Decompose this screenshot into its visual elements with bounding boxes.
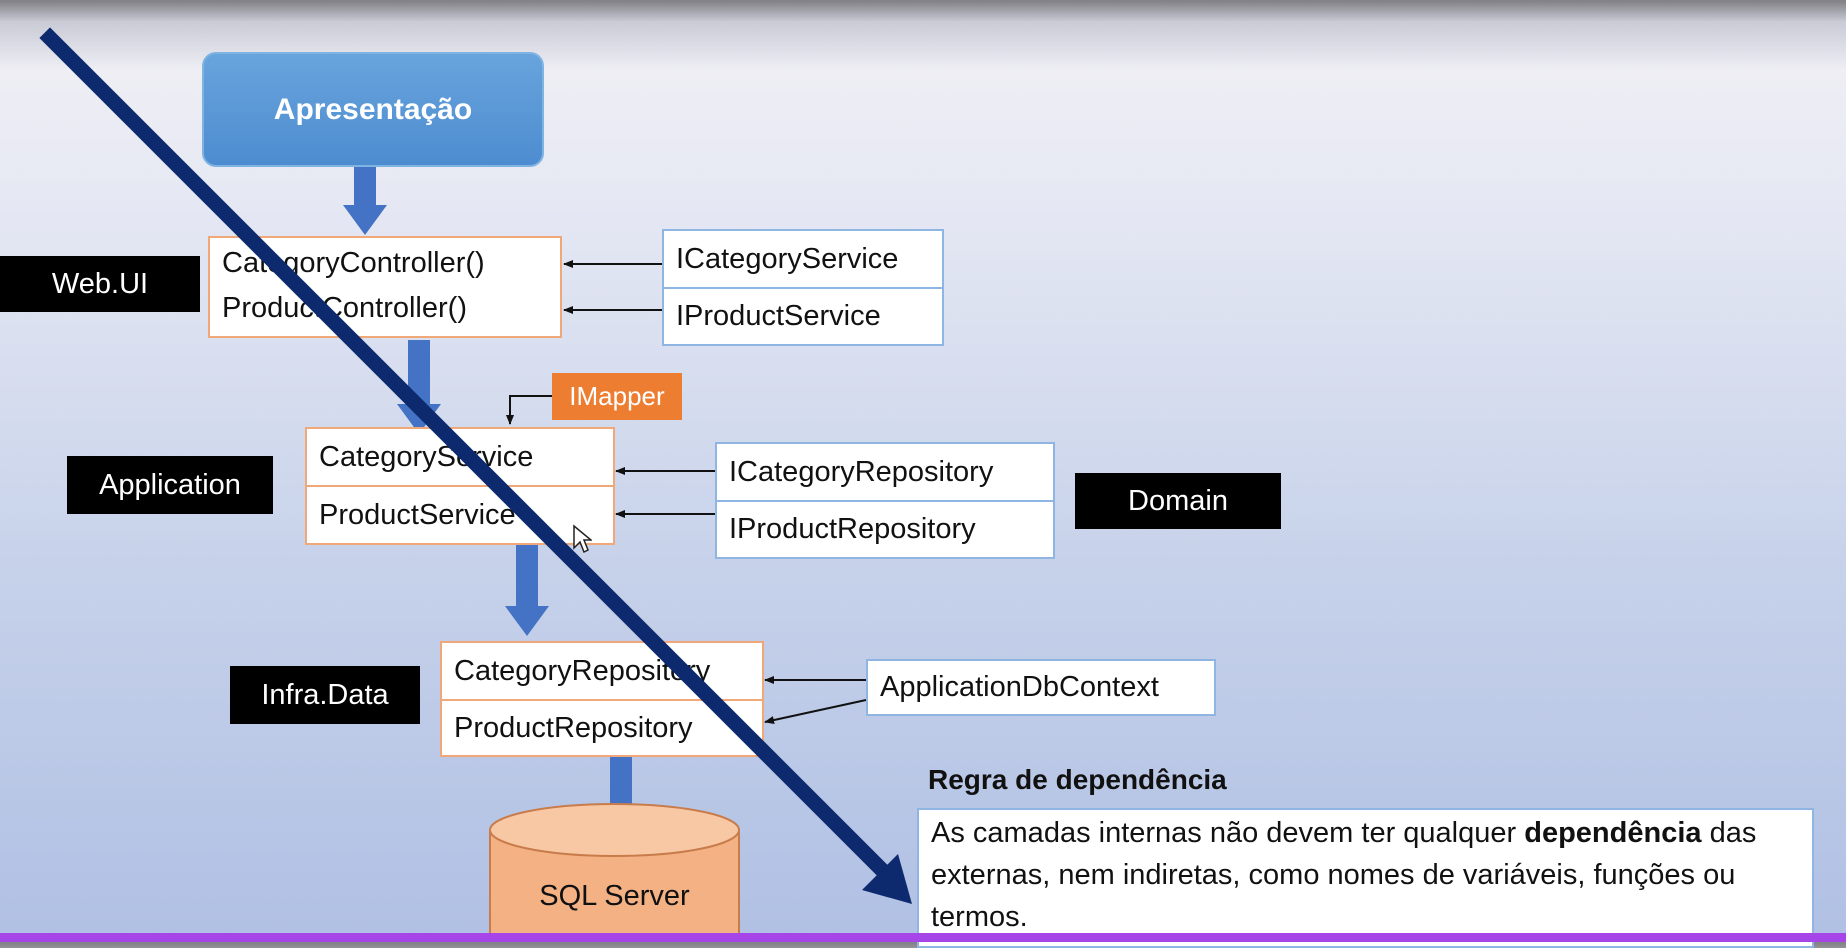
rule-text-bold: dependência: [1524, 817, 1702, 849]
imapper-box: IMapper: [552, 373, 682, 420]
database-label-text: SQL Server: [539, 879, 690, 912]
layer-label-application-text: Application: [99, 468, 241, 501]
presentation-box: Apresentação: [202, 52, 544, 167]
mouse-cursor-icon: [573, 524, 592, 554]
bottom-progress-bar: [0, 933, 1846, 942]
db-context-box: ApplicationDbContext: [866, 659, 1216, 716]
layer-label-web-ui-text: Web.UI: [51, 267, 149, 300]
layer-label-web-ui: Web.UI: [0, 256, 200, 312]
service-item: ProductService: [307, 485, 613, 543]
rule-text-before: As camadas internas não devem ter qualqu…: [931, 817, 1525, 849]
layer-label-infra-data-text: Infra.Data: [261, 678, 389, 711]
rule-title: Regra de dependência: [928, 764, 1227, 795]
rule-text-box: As camadas internas não devem ter qualqu…: [917, 808, 1814, 948]
database-label: SQL Server: [490, 872, 739, 920]
layer-label-infra-data: Infra.Data: [230, 666, 420, 724]
db-context-label: ApplicationDbContext: [880, 671, 1159, 703]
interface-item: ICategoryRepository: [729, 455, 994, 488]
repository-item: ProductRepository: [442, 699, 762, 755]
flow-arrow-application-to-infra: [505, 544, 549, 636]
diagonal-dependency-arrow: [39, 27, 912, 904]
controller-item: ProductController(): [222, 291, 467, 324]
presentation-label: Apresentação: [273, 92, 473, 126]
imapper-label: IMapper: [569, 381, 665, 411]
database-cylinder: [489, 803, 740, 942]
interface-item: IProductService: [664, 287, 942, 344]
service-interfaces-box: ICategoryService IProductService: [662, 229, 944, 346]
dependency-arrow-imapper: [506, 395, 552, 425]
layer-label-application: Application: [67, 456, 273, 514]
layer-label-domain-text: Domain: [1128, 484, 1228, 517]
service-item: CategoryService: [319, 440, 534, 473]
flow-arrow-presentation-to-webui: [343, 167, 387, 235]
interface-item: IProductRepository: [717, 500, 1053, 557]
rule-text-after: das externas, nem indiretas, como nomes …: [931, 817, 1757, 933]
interface-item: ICategoryService: [676, 242, 899, 275]
infra-repositories-box: CategoryRepository ProductRepository: [440, 641, 764, 757]
repository-interfaces-box: ICategoryRepository IProductRepository: [715, 442, 1055, 559]
layer-label-domain: Domain: [1075, 473, 1281, 529]
dependency-arrow-dbcontext-product: [764, 699, 867, 724]
